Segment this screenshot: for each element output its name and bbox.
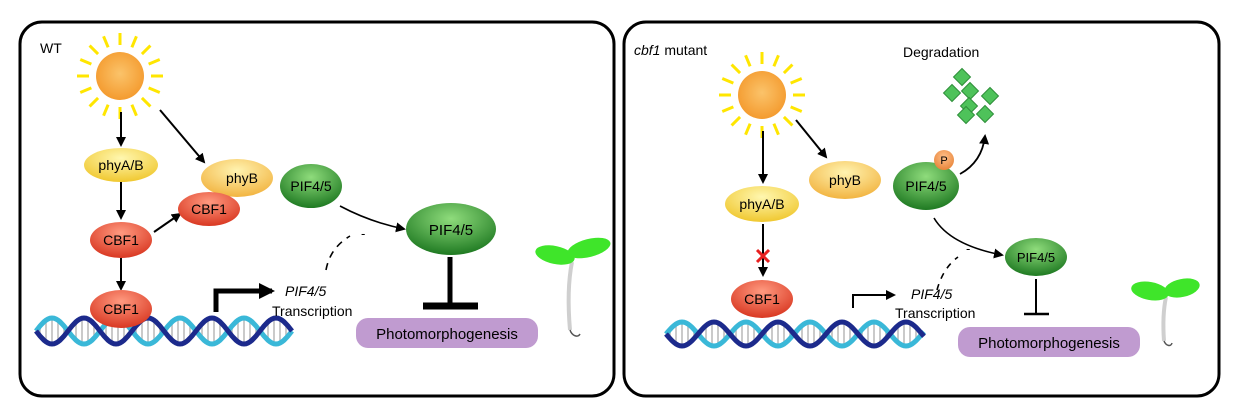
- node-pif-large-label: PIF4/5: [429, 222, 473, 239]
- degradation-fragment: [975, 104, 995, 124]
- transcription-start-arrow: [852, 290, 896, 308]
- node-cbf1-dna-label: CBF1: [103, 301, 139, 317]
- right-panel: cbf1 mutant Degradation phyA/B phyB: [622, 20, 1221, 398]
- node-cbf1: CBF1: [731, 280, 793, 318]
- sun-ray: [130, 35, 138, 48]
- block-x-icon: [755, 248, 771, 264]
- photomorphogenesis-label: Photomorphogenesis: [978, 335, 1120, 352]
- photomorphogenesis-label: Photomorphogenesis: [376, 326, 518, 343]
- sun-ray: [730, 63, 742, 75]
- seedling-icon: [535, 237, 611, 337]
- arrow-sun-to-phyb: [795, 119, 828, 159]
- sun-ray: [790, 77, 803, 85]
- arrow-sun-to-phyb: [159, 109, 206, 164]
- dna-strand-dark: [664, 319, 926, 349]
- sun-ray: [721, 105, 734, 113]
- sun-ray: [744, 54, 752, 67]
- sun-ray: [782, 63, 794, 75]
- sun-ray: [772, 123, 780, 136]
- sun-ray: [140, 44, 152, 56]
- right-inhibition-sign: -: [966, 241, 970, 256]
- degradation-fragment: [980, 86, 1000, 106]
- sun-ray: [140, 96, 152, 108]
- sun-ray: [79, 58, 92, 66]
- left-inhibition-sign: -: [361, 226, 365, 241]
- dna-strand-dark: [34, 315, 294, 347]
- sun-ray: [790, 105, 803, 113]
- node-phyb: phyB: [809, 161, 881, 199]
- sun-ray: [79, 86, 92, 94]
- node-pif-phosphorylated: PIF4/5: [893, 162, 959, 210]
- node-pif-small-label: PIF4/5: [290, 178, 331, 194]
- sun-icon: [77, 33, 163, 119]
- photomorphogenesis-box: Photomorphogenesis: [356, 318, 538, 348]
- arrow-pif-to-pif: [933, 217, 1004, 259]
- arrow-pif-to-degradation: [959, 134, 990, 175]
- sun-ray: [88, 96, 100, 108]
- sun-ray: [102, 104, 110, 117]
- node-phyab-label: phyA/B: [98, 157, 143, 173]
- right-panel-title: cbf1 mutant: [634, 42, 707, 58]
- sun-ray: [744, 123, 752, 136]
- node-pif-phosphorylated-label: PIF4/5: [905, 178, 946, 194]
- transcription-label: Transcription: [272, 303, 352, 319]
- sun-ray: [772, 54, 780, 67]
- node-cbf1-dna: CBF1: [90, 290, 152, 328]
- photomorphogenesis-box: Photomorphogenesis: [958, 327, 1140, 357]
- node-phyb: phyB: [201, 159, 273, 197]
- node-pif-small-label: PIF4/5: [1017, 250, 1055, 265]
- sun-ray: [148, 58, 161, 66]
- degradation-fragment: [956, 105, 976, 125]
- sun-ray: [782, 115, 794, 127]
- node-phyab-label: phyA/B: [739, 196, 784, 212]
- dashed-transcription-link: [936, 256, 959, 291]
- seedling-icon: [1131, 278, 1200, 347]
- node-phyb-label: phyB: [226, 170, 258, 186]
- node-cbf1-mid: CBF1: [90, 222, 152, 258]
- node-cbf1-bound-label: CBF1: [191, 201, 227, 217]
- sun-ray: [88, 44, 100, 56]
- sun-ray: [730, 115, 742, 127]
- phosphate-label: P: [940, 155, 947, 167]
- dna-helix-icon: [664, 319, 926, 349]
- node-cbf1-label: CBF1: [744, 291, 780, 307]
- node-phyab: phyA/B: [725, 186, 799, 222]
- node-cbf1-bound: CBF1: [178, 192, 240, 226]
- sun-ray: [721, 77, 734, 85]
- node-pif-small: PIF4/5: [280, 164, 342, 208]
- node-phyb-label: phyB: [829, 172, 861, 188]
- transcription-start-arrow: [213, 283, 275, 312]
- sun-icon: [719, 52, 805, 138]
- degradation-label: Degradation: [903, 44, 979, 60]
- degradation-fragment: [952, 67, 972, 87]
- sun-ray: [102, 35, 110, 48]
- arrow-pif-to-pif: [339, 205, 406, 233]
- left-panel: WT phyA/B phyB CBF1 CBF1: [18, 20, 616, 398]
- degradation-fragments-icon: [942, 67, 1000, 125]
- node-cbf1-mid-label: CBF1: [103, 232, 139, 248]
- degradation-fragment: [942, 83, 962, 103]
- node-pif-large: PIF4/5: [406, 203, 496, 255]
- transcription-gene: PIF4/5: [285, 283, 326, 299]
- node-pif-small: PIF4/5: [1005, 238, 1067, 276]
- sun-ray: [130, 104, 138, 117]
- transcription-gene: PIF4/5: [911, 286, 952, 302]
- dashed-transcription-link: [325, 235, 351, 271]
- degradation-fragment: [960, 81, 980, 101]
- left-panel-title: WT: [40, 40, 62, 56]
- arrow-cbf1-to-cbf1-phyb: [153, 212, 182, 233]
- transcription-label: Transcription: [895, 305, 975, 321]
- node-phyab: phyA/B: [84, 148, 158, 182]
- sun-ray: [148, 86, 161, 94]
- dna-helix-icon: [34, 315, 294, 347]
- phosphate-badge: P: [934, 150, 954, 170]
